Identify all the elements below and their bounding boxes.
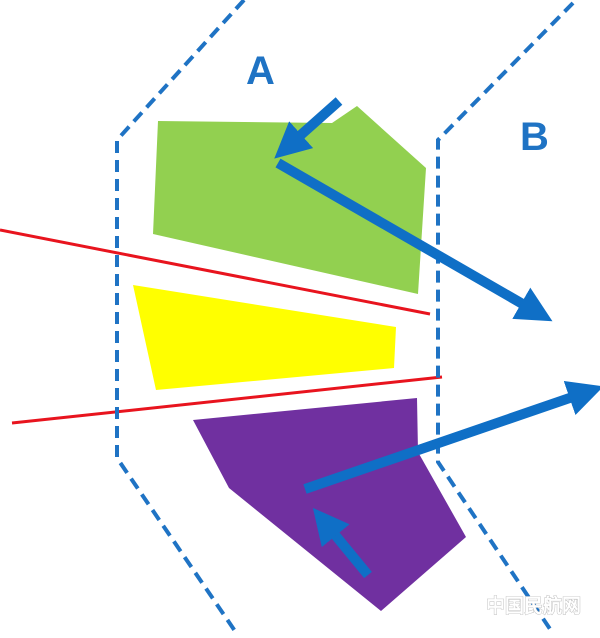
arrow-green-to-b [275,158,553,322]
yellow-block [133,285,396,390]
purple-block [193,398,466,611]
arrow-into-purple [312,507,372,579]
right-boundary-dashed-line [436,1,575,634]
arrow-into-green [274,97,343,159]
green-block [153,106,426,294]
watermark-text: 中国民航网 [486,594,581,617]
region-label-b: B [520,115,549,159]
red-line-lower [11,375,443,425]
red-line-upper [0,228,431,316]
left-boundary-dashed-line [115,0,246,633]
region-label-a: A [246,49,275,93]
arrow-purple-to-b [303,381,600,494]
